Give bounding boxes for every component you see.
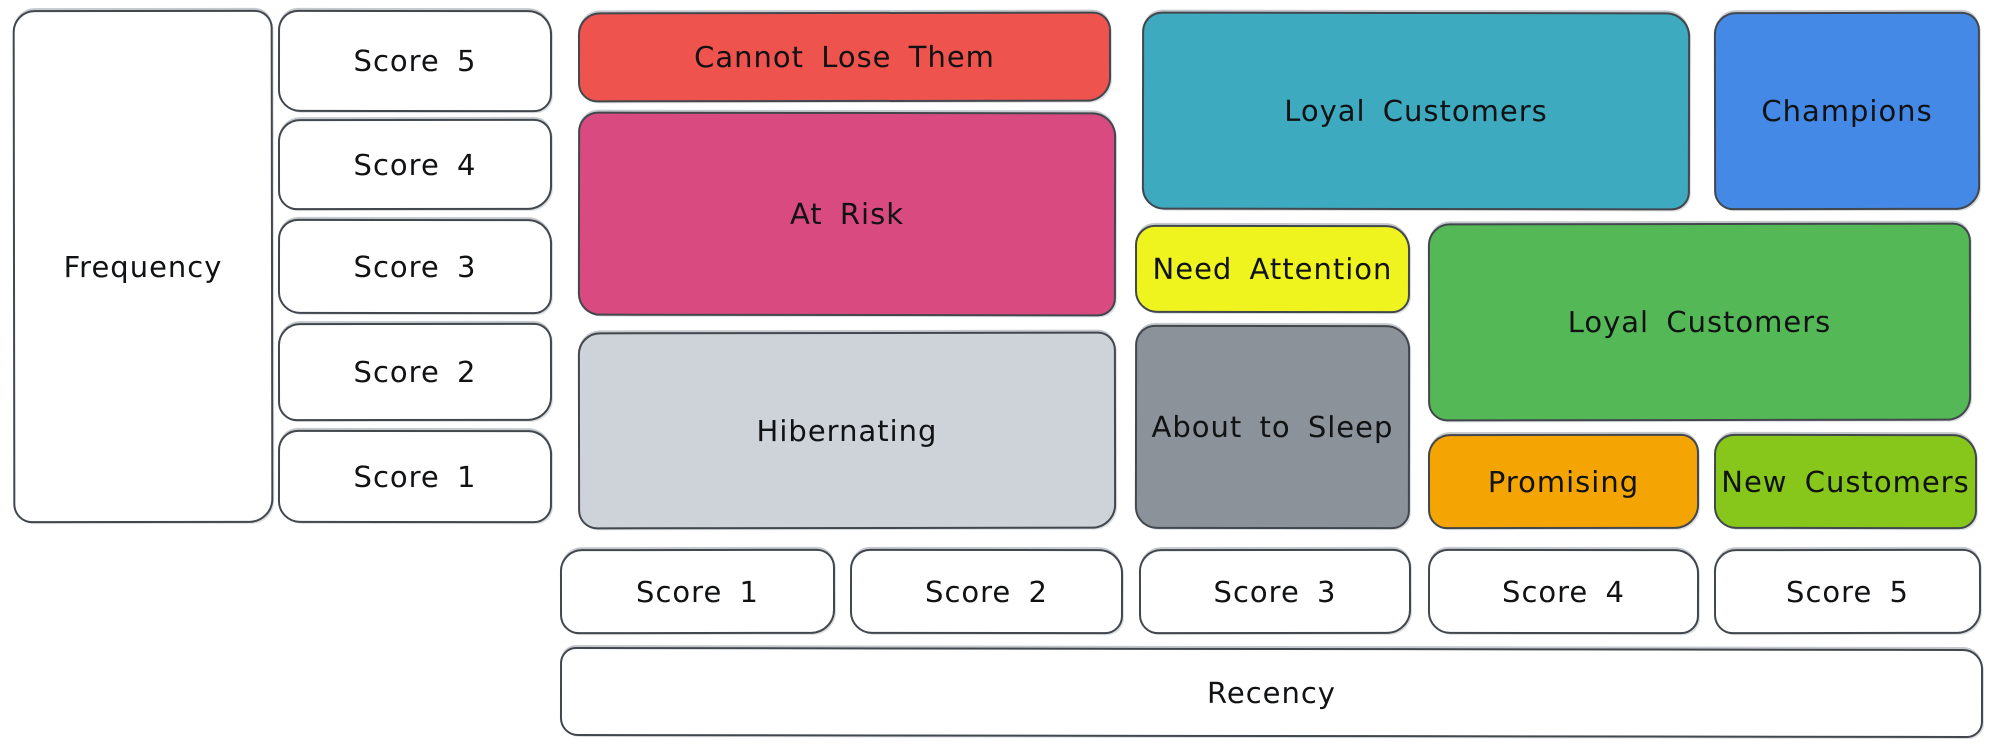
frequency-score-5: Score 5	[277, 9, 553, 113]
segment-loyal-customers-green: Loyal Customers	[1427, 222, 1972, 422]
frequency-score-2: Score 2	[277, 322, 553, 422]
axis-frequency-label: Frequency	[12, 9, 274, 524]
recency-score-2: Score 2	[849, 548, 1124, 635]
segment-promising: Promising	[1427, 433, 1700, 530]
frequency-score-4: Score 4	[277, 118, 553, 211]
frequency-score-1: Score 1	[277, 429, 553, 524]
recency-score-5: Score 5	[1713, 548, 1982, 635]
segment-need-attention: Need Attention	[1134, 224, 1411, 314]
recency-score-1: Score 1	[559, 548, 836, 635]
frequency-score-3: Score 3	[277, 218, 553, 315]
segment-new-customers: New Customers	[1713, 433, 1978, 530]
axis-recency-label: Recency	[559, 647, 1984, 738]
recency-score-4: Score 4	[1427, 548, 1700, 635]
segment-about-to-sleep: About to Sleep	[1134, 324, 1411, 530]
segment-hibernating: Hibernating	[577, 331, 1117, 530]
segment-cannot-lose-them: Cannot Lose Them	[577, 11, 1112, 103]
recency-score-3: Score 3	[1138, 548, 1412, 635]
segment-at-risk: At Risk	[577, 111, 1117, 317]
segment-champions: Champions	[1713, 11, 1981, 211]
segment-loyal-customers-teal: Loyal Customers	[1141, 11, 1691, 211]
